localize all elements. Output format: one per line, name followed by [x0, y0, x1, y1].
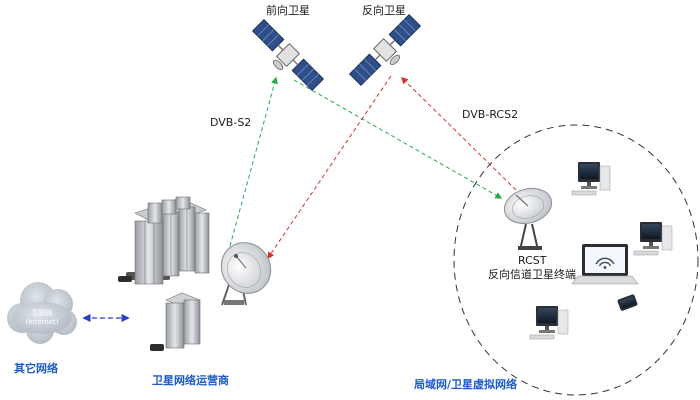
- forward-uplink: [229, 76, 278, 247]
- server-icon: [150, 292, 201, 351]
- rcst-description: 反向信道卫星终端: [488, 268, 576, 281]
- lan-boundary: [453, 124, 699, 396]
- forward-link-label: DVB-S2: [210, 116, 252, 129]
- desktop-computer-icon: [529, 306, 569, 340]
- forward-downlink: [293, 79, 503, 199]
- forward-satellite-label: 前向卫星: [266, 4, 310, 17]
- rcst-label: RCST: [518, 254, 547, 267]
- hub-satellite-dish-icon: [220, 242, 272, 306]
- laptop-icon: [571, 244, 639, 285]
- server-rack-cluster-icon: [118, 196, 210, 285]
- return-link-label: DVB-RCS2: [462, 108, 519, 121]
- desktop-computer-icon: [571, 162, 611, 196]
- operator-label: 卫星网络运营商: [152, 374, 229, 387]
- rcst-satellite-dish-icon: [503, 187, 553, 251]
- internet-cloud-icon: [7, 282, 77, 344]
- cloud-label-line1: 互联网: [31, 309, 53, 317]
- return-satellite-label: 反向卫星: [362, 4, 406, 17]
- cloud-label-line2: (Internet): [25, 318, 59, 326]
- smartphone-icon: [617, 294, 638, 311]
- lan-label: 局域网/卫星虚拟网络: [414, 378, 518, 391]
- return-satellite-icon: [348, 13, 422, 87]
- desktop-computer-icon: [633, 222, 673, 256]
- other-network-label: 其它网络: [14, 362, 58, 375]
- forward-satellite-icon: [251, 18, 325, 92]
- return-uplink: [401, 77, 517, 191]
- cloud-label: 互联网 (Internet): [22, 308, 62, 326]
- return-downlink: [267, 75, 392, 260]
